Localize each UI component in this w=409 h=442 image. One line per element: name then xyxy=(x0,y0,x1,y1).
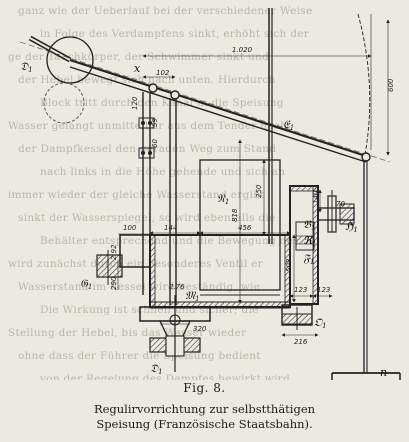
dim-216: 216 xyxy=(294,338,308,346)
right-chamber xyxy=(289,185,319,305)
label-e1: 𝔈1 xyxy=(283,118,294,132)
label-c1: 𝔊1 xyxy=(80,277,92,291)
crank-wheel-dashed xyxy=(43,82,85,124)
dim-60: 60 xyxy=(151,139,159,148)
label-d1-top: 𝔇1 xyxy=(20,60,33,74)
dim-59: 59 xyxy=(151,118,159,127)
left-inlet xyxy=(96,234,151,285)
background-text-line: Wasser gelangt unmittelbar aus dem Tende… xyxy=(8,120,288,132)
background-text-line: Block tritt durch den Kanal in die Speis… xyxy=(40,97,284,109)
float-basket xyxy=(331,160,401,380)
dim-290: 290 xyxy=(110,276,118,290)
figure-caption: Regulirvorrichtung zur selbstthätigen Sp… xyxy=(0,402,409,432)
dim-250: 250 xyxy=(255,184,263,198)
background-text-line: nach links in die Höhe gehende und sich … xyxy=(40,166,286,178)
mechanical-drawing: 1.020 600 102 120 59 60 100 144 456 818 … xyxy=(19,8,401,380)
label-h1: ℌ1 xyxy=(345,220,358,234)
bottom-valve xyxy=(139,295,211,372)
background-text-line: Stellung der Hebel, bis das Wasser wiede… xyxy=(8,327,247,339)
dim-right-height: 600 xyxy=(387,78,395,92)
dim-small-x: 102 xyxy=(156,69,170,77)
dimension-lines xyxy=(117,14,390,337)
pivot-right xyxy=(361,152,371,162)
figure-number: Fig. 8. xyxy=(183,381,226,395)
dim-100: 100 xyxy=(123,224,137,232)
pivot-mid xyxy=(170,90,180,100)
background-bleed-text: ganz wie der Ueberlauf bei der verschied… xyxy=(8,5,313,380)
travel-arc xyxy=(357,13,371,161)
caption-line-2: Speisung (Französische Staatsbahn). xyxy=(96,417,313,431)
dim-120: 120 xyxy=(131,96,139,110)
main-lever xyxy=(19,41,391,163)
label-d1-bottom: 𝔇1 xyxy=(150,362,163,376)
bottom-outlet xyxy=(281,304,313,330)
dim-2-92: 2.92 xyxy=(110,244,118,260)
background-text-line: sinkt der Wasserspiegel, so wird ebenfal… xyxy=(18,212,276,224)
guide-tubes xyxy=(138,92,177,305)
crank-wheel xyxy=(46,36,94,84)
dim-818: 818 xyxy=(231,208,239,222)
label-n1: 𝔑1 xyxy=(217,192,229,206)
dim-320: 320 xyxy=(193,325,207,333)
main-tank xyxy=(149,234,291,309)
dim-508: 508 xyxy=(285,258,293,272)
dim-123-a: 123 xyxy=(294,286,307,294)
background-text-line: ganz wie der Ueberlauf bei der verschied… xyxy=(18,5,313,17)
dim-2-76: 2.76 xyxy=(169,283,185,291)
background-text-line: von der Regelung des Dampfes bewirkt wir… xyxy=(40,373,291,380)
label-n: n xyxy=(380,366,387,379)
dim-70: 70 xyxy=(336,200,345,208)
label-m1: 𝔐1 xyxy=(185,289,200,303)
label-o1: 𝔒1 xyxy=(314,316,327,330)
dim-144: 144 xyxy=(164,224,177,232)
right-valve xyxy=(317,190,355,233)
background-text-line: ohne dass der Führer die Speisung bedien… xyxy=(18,350,261,362)
pivot-left xyxy=(148,83,158,93)
dim-456: 456 xyxy=(238,224,252,232)
label-r1: ℜ1 xyxy=(303,234,316,248)
background-text-line: wird zunächst durch ein besonderes Venti… xyxy=(8,258,264,270)
background-text-line: der Hebel bewegt sich nach unten. Hierdu… xyxy=(18,74,276,86)
figure-area: ganz wie der Ueberlauf bei der verschied… xyxy=(8,5,401,380)
dim-123-b: 123 xyxy=(317,286,330,294)
label-f1: 𝔉1 xyxy=(303,252,314,266)
label-b1: 𝔅1 xyxy=(303,218,315,232)
caption-line-1: Regulirvorrichtung zur selbstthätigen xyxy=(93,402,316,416)
dim-140: 140 xyxy=(312,190,320,204)
background-text-line: in Folge des Verdampfens sinkt, erhöht s… xyxy=(40,28,310,40)
dim-top-length: 1.020 xyxy=(232,46,253,54)
label-x: x xyxy=(134,62,141,75)
background-text-line: der Dampfkessel den geraden Weg zum Stan… xyxy=(18,143,277,155)
